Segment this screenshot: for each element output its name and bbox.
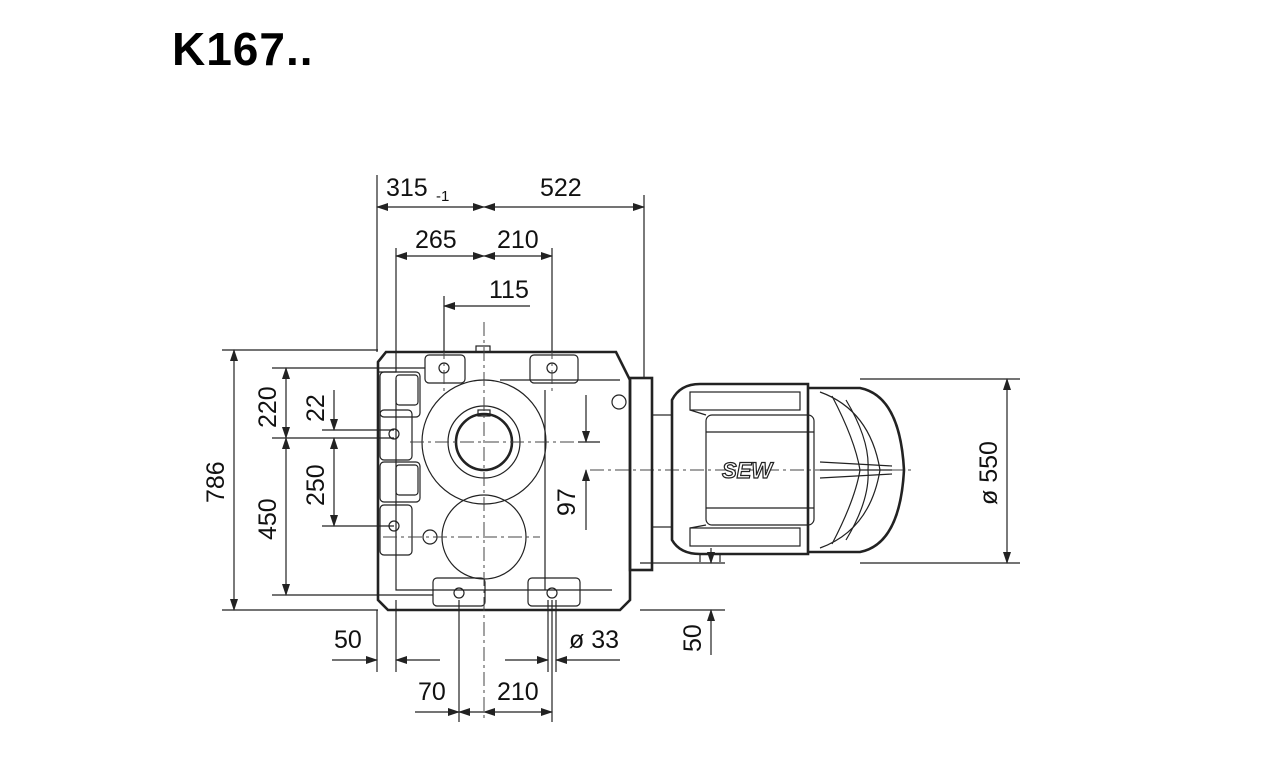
dim-220: 220 [254, 386, 282, 428]
dim-50-bottom: 50 [334, 626, 362, 654]
dim-motor-diameter: ø 550 [975, 441, 1003, 505]
dim-210-bottom: 210 [497, 678, 539, 706]
sew-logo: SEW [722, 458, 774, 483]
dim-450: 450 [254, 498, 282, 540]
dim-115: 115 [489, 276, 529, 304]
dim-22: 22 [302, 394, 330, 422]
dim-315-tolerance: -1 [436, 188, 449, 205]
dim-50-motor: 50 [679, 624, 707, 652]
dim-97: 97 [553, 488, 581, 516]
dimension-labels: 315 -1 522 265 210 115 786 450 220 22 25… [202, 174, 1003, 706]
drawing-title: K167.. [172, 23, 314, 75]
dim-70: 70 [418, 678, 446, 706]
dim-210-top: 210 [497, 226, 539, 254]
dim-250: 250 [302, 464, 330, 506]
dim-786: 786 [202, 461, 230, 503]
dimension-lines [222, 175, 1020, 722]
dim-315: 315 [386, 174, 428, 202]
dim-522: 522 [540, 174, 582, 202]
motor: SEW [628, 376, 906, 572]
dim-265: 265 [415, 226, 457, 254]
dim-hole-diameter: ø 33 [569, 626, 619, 654]
centerlines [383, 322, 915, 720]
gear-unit-housing [376, 345, 632, 612]
